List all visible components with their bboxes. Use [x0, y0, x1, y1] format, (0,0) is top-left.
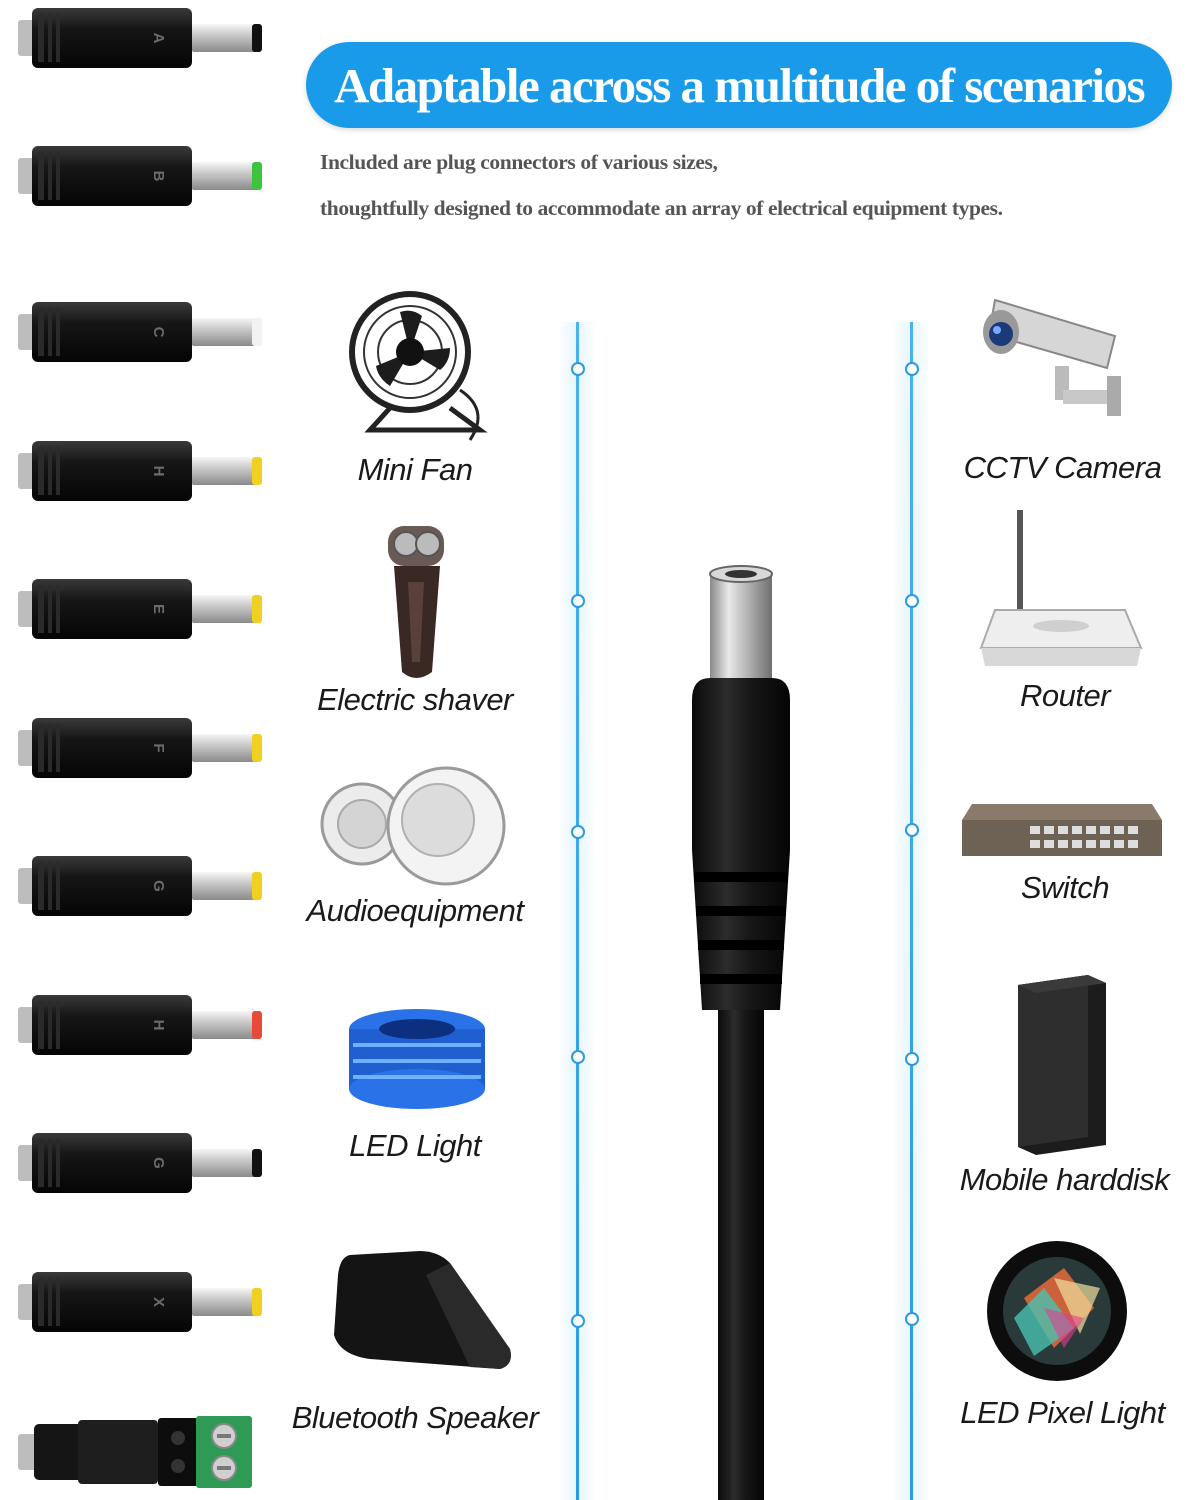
description-line-1: Included are plug connectors of various …: [320, 150, 718, 174]
cctv-camera-icon: [975, 290, 1130, 420]
device-label: LED Light: [349, 1128, 481, 1163]
hard-disk-icon: [1018, 975, 1108, 1155]
mini-fan-icon: [330, 290, 510, 450]
led-strip-icon: [345, 1005, 490, 1115]
device-label: CCTV Camera: [963, 450, 1162, 485]
right-connector-line: [910, 322, 913, 1500]
plug-adapter-icon: [18, 1133, 262, 1193]
plug-letter: X: [150, 1296, 167, 1307]
device-label: Audioequipment: [306, 893, 524, 928]
plug-letter: H: [150, 1019, 167, 1031]
plug-adapter-icon: [18, 8, 262, 68]
plug-adapter-icon: [18, 995, 262, 1055]
plug-letter: F: [150, 743, 167, 753]
line-node: [905, 594, 919, 608]
plug-adapter-9: G: [18, 1127, 268, 1199]
description-line-2: thoughtfully designed to accommodate an …: [320, 196, 1003, 220]
plug-adapter-1: A: [18, 2, 268, 74]
plug-adapter-icon: [18, 579, 262, 639]
page-title: Adaptable across a multitude of scenario…: [333, 57, 1146, 113]
plug-letter: G: [150, 1157, 167, 1169]
terminal-block-adapter-icon: [18, 1416, 252, 1488]
line-node: [571, 594, 585, 608]
plug-adapter-icon: [18, 302, 262, 362]
plug-adapter-4: H: [18, 435, 268, 507]
dc-plug-icon: [692, 565, 790, 1500]
plug-letter: C: [150, 326, 167, 338]
plug-letter: E: [150, 603, 167, 614]
plug-adapter-icon: [18, 1272, 262, 1332]
device-label: Bluetooth Speaker: [291, 1400, 539, 1435]
plug-adapter-7: G: [18, 850, 268, 922]
led-pixel-light-icon: [984, 1238, 1130, 1384]
speakers-icon: [320, 762, 510, 892]
plug-adapter-8: H: [18, 989, 268, 1061]
line-node: [571, 1050, 585, 1064]
device-label: LED Pixel Light: [960, 1395, 1165, 1430]
device-label: Mini Fan: [357, 452, 473, 487]
network-switch-icon: [962, 800, 1164, 860]
left-connector-line: [576, 322, 579, 1500]
device-label: Electric shaver: [317, 682, 513, 717]
plug-adapter-icon: [18, 856, 262, 916]
bluetooth-speaker-icon: [330, 1245, 520, 1375]
plug-letter: A: [150, 32, 167, 44]
plug-adapter-icon: [18, 146, 262, 206]
plug-adapter-6: F: [18, 712, 268, 784]
plug-adapter-10: X: [18, 1266, 268, 1338]
plug-adapter-5: E: [18, 573, 268, 645]
device-label: Mobile harddisk: [959, 1162, 1170, 1197]
dc-power-plug: [650, 560, 850, 1500]
plug-letter: H: [150, 465, 167, 477]
plug-letter: G: [150, 880, 167, 892]
plug-adapter-icon: [18, 441, 262, 501]
line-node: [571, 825, 585, 839]
device-label: Switch: [1020, 870, 1110, 905]
plug-adapter-2: B: [18, 140, 268, 212]
line-node: [571, 1314, 585, 1328]
line-node: [905, 362, 919, 376]
line-node: [905, 1312, 919, 1326]
terminal-block-adapter: [18, 1412, 268, 1492]
line-node: [905, 1052, 919, 1066]
plug-adapter-icon: [18, 718, 262, 778]
device-label: Router: [1019, 678, 1111, 713]
router-icon: [975, 508, 1145, 673]
plug-letter: B: [150, 170, 167, 182]
line-node: [571, 362, 585, 376]
plug-adapter-3: C: [18, 296, 268, 368]
electric-shaver-icon: [380, 522, 460, 682]
line-node: [905, 823, 919, 837]
title-banner: Adaptable across a multitude of scenario…: [306, 42, 1172, 128]
